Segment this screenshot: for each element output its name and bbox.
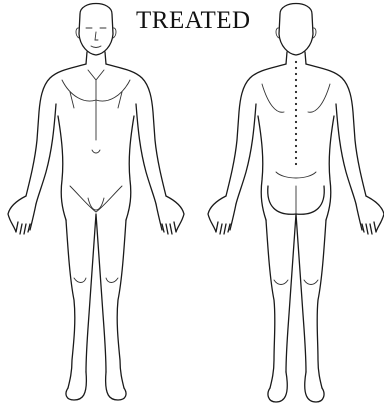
back-torso — [226, 64, 366, 196]
front-figure — [8, 4, 184, 401]
front-left-hand — [8, 196, 36, 234]
front-right-hand — [156, 196, 184, 234]
back-right-hand — [356, 196, 384, 234]
back-feet — [268, 372, 324, 402]
back-head — [279, 4, 313, 56]
back-legs — [266, 214, 326, 388]
back-figure — [208, 4, 384, 403]
spine-dots — [295, 61, 297, 165]
back-left-hand — [208, 196, 236, 234]
front-feet — [66, 372, 126, 400]
front-legs — [66, 214, 126, 388]
